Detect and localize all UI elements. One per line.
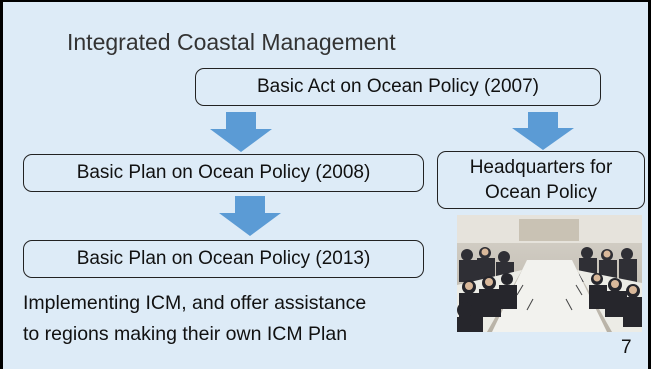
down-arrow-icon: [219, 196, 281, 236]
description-line-2: to regions making their own ICM Plan: [23, 323, 348, 345]
meeting-photo: [457, 215, 642, 332]
down-arrow-icon: [512, 112, 574, 150]
down-arrow-icon: [210, 112, 272, 152]
basic-plan-2008-label: Basic Plan on Ocean Policy (2008): [76, 162, 371, 183]
headquarters-label-line2: Ocean Policy: [485, 182, 597, 203]
description-line-1: Implementing ICM, and offer assistance: [23, 292, 367, 314]
basic-act-label: Basic Act on Ocean Policy (2007): [257, 76, 539, 97]
headquarters-label-line1: Headquarters for: [469, 157, 613, 178]
basic-plan-2008-box: Basic Plan on Ocean Policy (2008): [23, 154, 424, 192]
basic-act-box: Basic Act on Ocean Policy (2007): [195, 68, 601, 106]
basic-plan-2013-label: Basic Plan on Ocean Policy (2013): [76, 248, 371, 269]
page-number: 7: [621, 337, 632, 358]
meeting-photo-image: [457, 215, 642, 332]
description-text: Implementing ICM, and offer assistance t…: [23, 288, 366, 350]
basic-plan-2013-box: Basic Plan on Ocean Policy (2013): [23, 240, 424, 278]
slide-title: Integrated Coastal Management: [67, 29, 396, 55]
headquarters-box: Headquarters for Ocean Policy: [437, 151, 645, 209]
